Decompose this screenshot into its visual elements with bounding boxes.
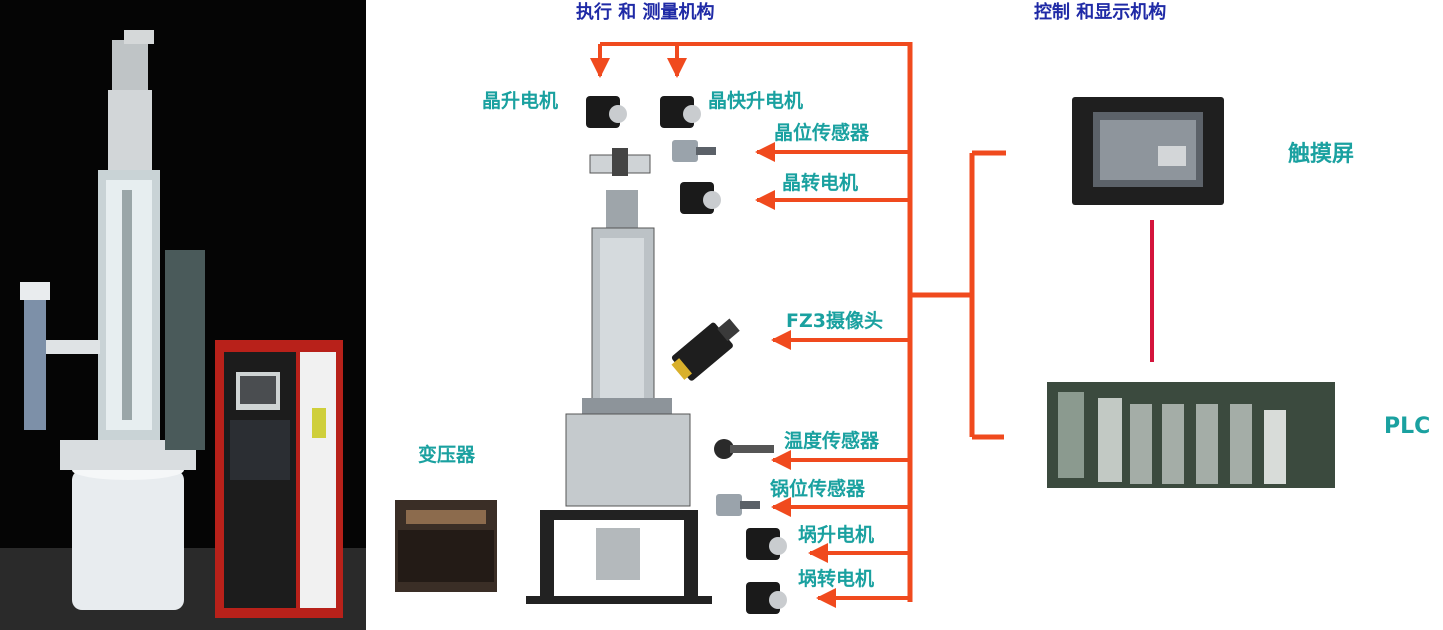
transformer-icon xyxy=(395,500,497,592)
furnace-drawing xyxy=(526,148,712,604)
label-touchscreen: 触摸屏 xyxy=(1288,142,1355,167)
plc-icon xyxy=(1047,382,1335,488)
motor-icon xyxy=(746,582,787,614)
label-plc: PLC xyxy=(1384,414,1431,439)
label-crucible-position-sensor: 锅位传感器 xyxy=(770,478,866,500)
header-actuation: 执行 和 测量机构 xyxy=(576,2,715,23)
sensor-icon xyxy=(716,494,760,516)
label-crucible-rotation-motor: 埚转电机 xyxy=(798,568,875,590)
label-crystal-position-sensor: 晶位传感器 xyxy=(774,122,870,144)
furnace-photo xyxy=(0,0,366,630)
label-crystal-lift-motor: 晶升电机 xyxy=(482,90,559,112)
motor-icon xyxy=(746,528,787,560)
touchscreen-icon xyxy=(1072,97,1224,205)
temperature-sensor-icon xyxy=(714,439,774,459)
motor-icon xyxy=(680,182,721,214)
label-temperature-sensor: 温度传感器 xyxy=(784,430,880,452)
camera-icon xyxy=(671,318,740,381)
label-crucible-lift-motor: 埚升电机 xyxy=(798,524,875,546)
label-camera: FZ3摄像头 xyxy=(786,310,883,332)
motor-icon xyxy=(660,96,701,128)
motor-icon xyxy=(586,96,627,128)
header-control: 控制 和显示机构 xyxy=(1034,2,1167,23)
label-transformer: 变压器 xyxy=(418,444,476,466)
label-crystal-rotation-motor: 晶转电机 xyxy=(782,172,859,194)
sensor-icon xyxy=(672,140,716,162)
label-crystal-fast-lift-motor: 晶快升电机 xyxy=(708,90,804,112)
